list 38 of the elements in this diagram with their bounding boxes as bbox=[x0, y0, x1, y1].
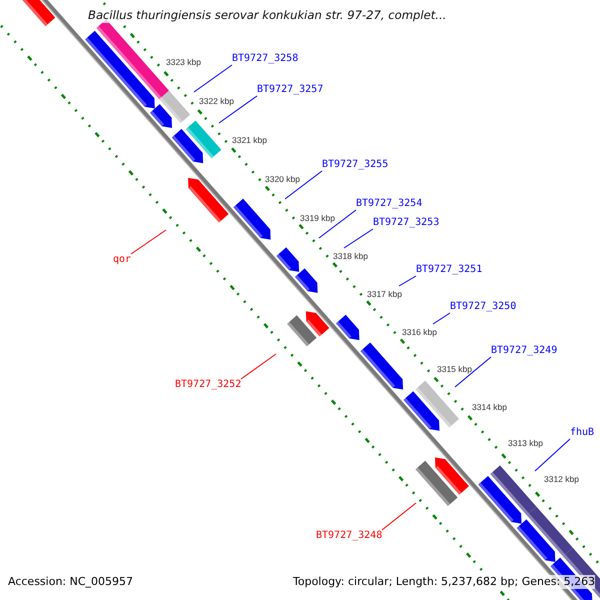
scale-label: 3317 kbp bbox=[367, 289, 402, 299]
footer-text: Topology: circular; Length: 5,237,682 bp; Genes: 5,263 bbox=[293, 575, 596, 589]
gene-label: qor bbox=[113, 254, 132, 266]
leader-line bbox=[218, 96, 258, 124]
gene-label: BT9727_3249 bbox=[491, 345, 558, 357]
gene-label: BT9727_3257 bbox=[257, 84, 324, 96]
scale-label: 3312 kbp bbox=[544, 474, 579, 484]
gene-label: BT9727_3250 bbox=[450, 301, 516, 313]
scale-label: 3313 kbp bbox=[508, 438, 543, 448]
scale-label: 3322 kbp bbox=[199, 96, 234, 106]
footer-text: Accession: NC_005957 bbox=[8, 575, 134, 589]
gene-label: BT9727_3255 bbox=[322, 159, 388, 171]
gene-label: BT9727_3253 bbox=[373, 217, 440, 229]
leader-line bbox=[432, 312, 450, 324]
leader-line bbox=[130, 230, 166, 254]
scale-label: 3316 kbp bbox=[402, 327, 437, 337]
leader-line bbox=[318, 210, 356, 238]
leader-line bbox=[194, 64, 232, 92]
scale-label: 3318 kbp bbox=[333, 251, 368, 261]
gene-label: BT9727_3248 bbox=[316, 530, 382, 542]
scale-label: 3315 kbp bbox=[437, 364, 472, 374]
leader-line bbox=[398, 276, 416, 286]
leader-line bbox=[534, 438, 570, 472]
scale-label: 3320 kbp bbox=[265, 174, 300, 184]
scale-label: 3319 kbp bbox=[300, 213, 335, 223]
gene-label: BT9727_3251 bbox=[416, 264, 482, 276]
gene-label: BT9727_3252 bbox=[175, 379, 242, 391]
leader-line bbox=[454, 356, 492, 388]
scale-label: 3314 kbp bbox=[472, 402, 507, 412]
gene-label: BT9727_3254 bbox=[356, 198, 422, 210]
leader-line bbox=[284, 170, 322, 200]
leader-line bbox=[344, 228, 374, 248]
gene-label: fhuB bbox=[570, 427, 594, 439]
gene-label: BT9727_3258 bbox=[232, 53, 298, 65]
leader-line bbox=[240, 354, 276, 380]
leader-line bbox=[382, 502, 416, 530]
scale-label: 3323 kbp bbox=[166, 57, 201, 67]
scale-label: 3321 kbp bbox=[232, 135, 267, 145]
